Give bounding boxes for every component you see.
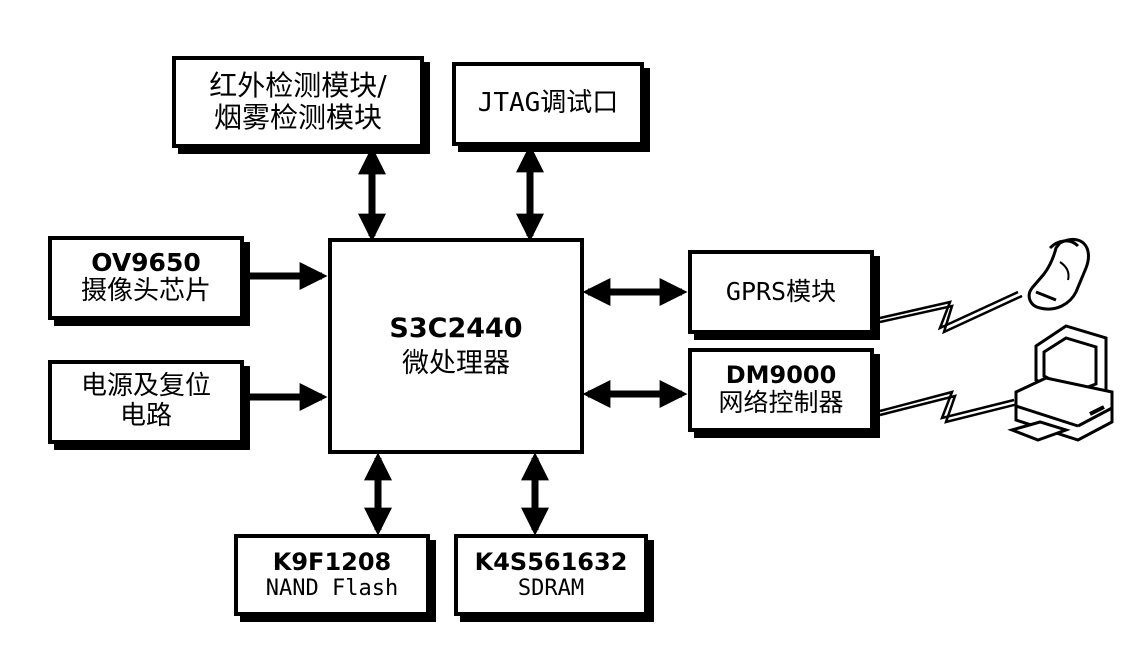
jtag-box: JTAG调试口 xyxy=(452,62,644,146)
cpu-box: S3C2440 微处理器 xyxy=(328,238,584,454)
ir-detector-label: 红外检测模块/ xyxy=(209,68,387,102)
nand-label: NAND Flash xyxy=(265,576,399,602)
dm9000-box: DM9000 网络控制器 xyxy=(688,348,874,432)
camera-label: 摄像头芯片 xyxy=(80,276,211,307)
sdram-model: K4S561632 xyxy=(474,547,628,576)
power-reset-line2: 电路 xyxy=(119,401,172,431)
power-reset-box: 电源及复位 电路 xyxy=(48,360,244,444)
wireless-link-icon xyxy=(879,290,1023,424)
phone-handset-icon xyxy=(1027,237,1090,311)
dm9000-model: DM9000 xyxy=(725,360,837,389)
ir-smoke-detector-box: 红外检测模块/ 烟雾检测模块 xyxy=(172,56,424,148)
cpu-model: S3C2440 xyxy=(389,312,523,344)
sdram-box: K4S561632 SDRAM xyxy=(454,534,648,616)
gprs-label: GPRS模块 xyxy=(725,276,837,306)
dm9000-label: 网络控制器 xyxy=(718,388,844,418)
camera-chip-box: OV9650 摄像头芯片 xyxy=(48,236,244,320)
camera-model: OV9650 xyxy=(91,247,201,277)
nand-flash-box: K9F1208 NAND Flash xyxy=(234,534,430,616)
smoke-detector-label: 烟雾检测模块 xyxy=(213,101,382,134)
computer-icon xyxy=(1007,324,1114,442)
power-reset-line1: 电源及复位 xyxy=(80,371,211,402)
cpu-label: 微处理器 xyxy=(402,348,510,379)
jtag-label: JTAG调试口 xyxy=(477,88,619,119)
nand-model: K9F1208 xyxy=(272,547,392,576)
gprs-module-box: GPRS模块 xyxy=(688,250,874,334)
sdram-label: SDRAM xyxy=(517,576,585,602)
